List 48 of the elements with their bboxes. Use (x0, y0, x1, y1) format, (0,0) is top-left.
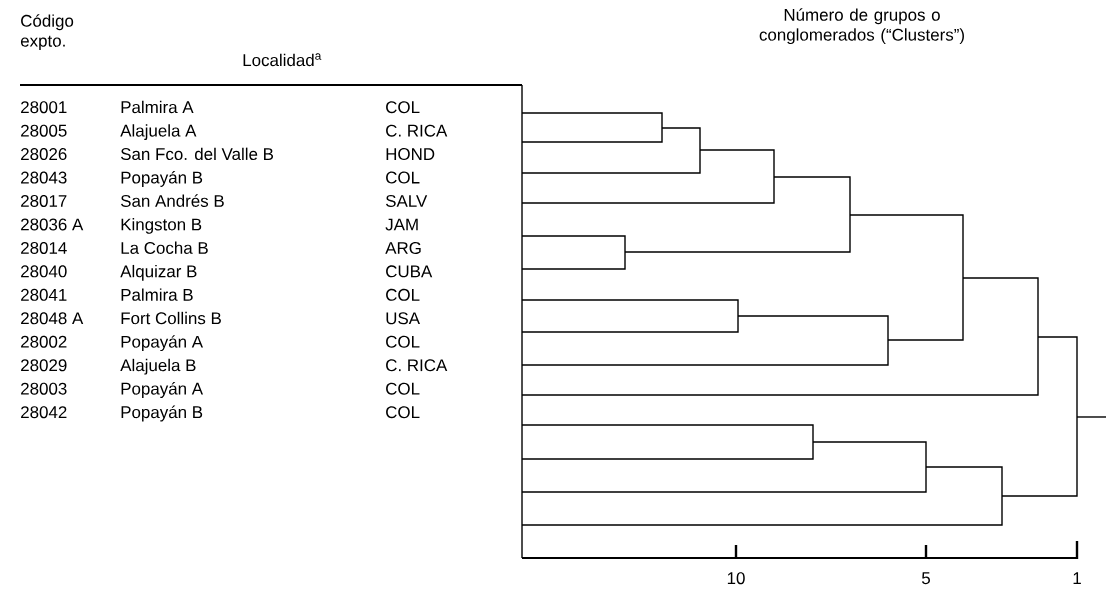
table-cell: 28001 (21, 101, 67, 114)
table-cell: 28043 (21, 171, 67, 184)
table-cell: COL (386, 335, 420, 348)
table-cell: 28005 (21, 124, 67, 137)
column-header: Localidad$^{a}$ (243, 53, 322, 67)
table-cell: Palmira A (121, 100, 194, 114)
table-cell: San Fco. del Valle B (120, 147, 274, 161)
axis-title: Número de grupos o conglomerados (“Clusters”) (759, 8, 964, 45)
table-cell: San Andrés B (120, 194, 224, 207)
table-cell: Kingston B (121, 218, 202, 234)
table-cell: COL (386, 171, 420, 184)
table-cell: 28042 (21, 406, 67, 419)
table-cell: Alajuela A (120, 124, 197, 140)
table-cell: SALV (385, 194, 428, 207)
table-cell: COL (386, 101, 420, 114)
table-cell: 28003 (21, 382, 67, 395)
table-cell: CUBA (386, 265, 433, 278)
table-cell: Popayán B (121, 170, 203, 187)
table-cell: COL (386, 288, 420, 301)
table-cell: JAM (385, 218, 418, 231)
table-cell: Popayán A (121, 335, 203, 352)
table-cell: 28014 (21, 241, 67, 254)
table-cell: Popayán A (121, 382, 203, 398)
table-cell: 28041 (21, 288, 67, 301)
table-cell: 28040 (21, 265, 67, 278)
table-cell: USA (386, 312, 420, 325)
table-cell: C. RICA (386, 359, 448, 372)
table-cell: Alquizar B (120, 264, 197, 281)
table-cell: HOND (386, 148, 435, 161)
table-cell: ARG (385, 241, 421, 254)
table-cell: 28017 (21, 194, 67, 207)
table-cell: 28026 (21, 148, 67, 161)
table-cell: Alajuela B (120, 358, 196, 375)
table-cell: 28029 (21, 359, 67, 372)
table-cell: Palmira B (121, 288, 193, 301)
table-cell: 28036 A (21, 218, 84, 231)
tick-label: 10 (727, 572, 745, 585)
table-cell: 28048 A (21, 312, 84, 325)
table-cell: Fort Collins B (121, 311, 221, 325)
table-cell: COL (386, 406, 420, 419)
table-cell: 28002 (21, 335, 67, 348)
table-cell: La Cocha B (121, 241, 208, 254)
tick-label: 5 (921, 572, 930, 585)
table-cell: COL (386, 382, 420, 395)
tick-label: 1 (1073, 572, 1081, 584)
table-cell: C. RICA (386, 124, 448, 137)
column-header: Código expto. (20, 14, 74, 51)
table-cell: Popayán B (121, 405, 203, 422)
